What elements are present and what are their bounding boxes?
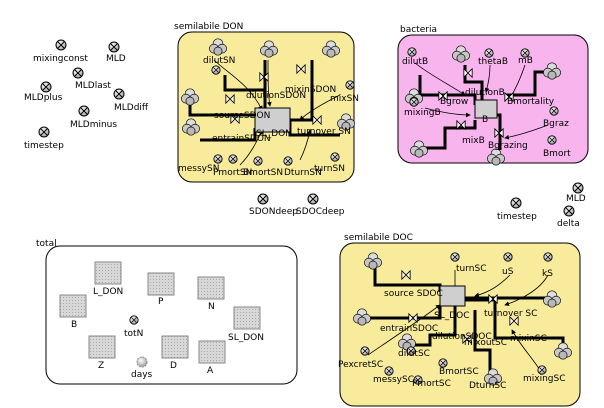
var-timestep-label: timestep [24, 141, 64, 151]
bacteria-label-bgraz: Bgraz [543, 119, 569, 129]
bacteria-stock[interactable]: B [474, 99, 498, 125]
var-timestep-2-label: timestep [497, 212, 537, 222]
doc-stock[interactable]: SL_DOC [434, 285, 470, 321]
doc-label-pmortsc: PmortSC [412, 379, 451, 389]
var-mld-2-label: MLD [566, 194, 586, 204]
doc-label-bmortsc: BmortSC [439, 367, 479, 377]
sector-don-title: semilabile DON [174, 22, 243, 32]
bacteria-stock-label: B [482, 115, 488, 125]
bacteria-label-dilutionb: dilutionB [465, 88, 505, 98]
don-labels: dilutSN dilutionSDON mixinSDON mixSN sou… [178, 56, 359, 178]
var-timestep[interactable]: timestep [24, 126, 64, 151]
bacteria-label-bgrow: Bgrow [440, 97, 468, 107]
don-label-dilutionsdon: dilutionSDON [246, 91, 306, 101]
doc-label-messysc: messySC [373, 375, 414, 385]
bacteria-label-thetab: thetaB [478, 57, 508, 67]
doc-stock-label: SL_DOC [434, 311, 470, 321]
var-sdocdeep[interactable]: SDOCdeep [296, 193, 345, 217]
var-mld-label: MLD [106, 54, 126, 64]
don-label-mixsn: mixSN [330, 94, 359, 104]
don-label-dturnsn: DturnSN [284, 168, 322, 178]
var-delta[interactable]: delta [557, 205, 580, 229]
var-mldplus-label: MLDplus [24, 93, 63, 103]
don-label-entrainsdon: entrainSDON [212, 134, 271, 144]
sector-total-title: total [36, 239, 57, 249]
sector-doc-title: semilabile DOC [344, 233, 413, 243]
doc-label-dilutionsdoc: dilutionSDOC [432, 332, 492, 342]
don-label-messysn: messySN [178, 164, 219, 174]
sector-bacteria-title: bacteria [400, 25, 437, 35]
don-label-pmortsn: PmortSN [213, 168, 252, 178]
var-mldminus-label: MLDminus [70, 120, 117, 130]
doc-label-ks: kS [542, 269, 553, 279]
bacteria-label-bgrazing: Bgrazing [488, 141, 528, 151]
doc-label-mixoutsc: mixoutSC [464, 338, 507, 348]
doc-label-mixinsc: mixinSC [510, 334, 547, 344]
don-label-turnoversn: turnover SN [297, 127, 351, 137]
total-label-n: N [208, 302, 215, 312]
total-label-b: B [71, 320, 77, 330]
doc-labels: turnSC uS kS source SDOC turnover SC ent… [338, 264, 566, 391]
doc-label-sourcesdoc: source SDOC [384, 289, 443, 299]
var-sdondeep-label: SDONdeep [249, 207, 298, 217]
total-label-a: A [207, 366, 214, 376]
bacteria-label-bmort: Bmort [543, 149, 571, 159]
don-label-mixinsdon: mixinSDON [285, 85, 336, 95]
bacteria-label-bmortality: Bmortality [507, 97, 555, 107]
var-mldlast[interactable]: MLDlast [72, 67, 111, 91]
doc-label-entrainsdoc: entrainSDOC [380, 324, 438, 334]
var-mixingconst[interactable]: mixingconst [33, 39, 88, 64]
var-mlddiff-label: MLDdiff [114, 103, 149, 113]
total-labels: L_DON P N B totN SL_DON Z D A days [71, 287, 264, 380]
doc-label-dturnsc: DturnSC [469, 381, 506, 391]
bacteria-labels: dilutB thetaB mB Bgrow dilutionB Bmortal… [402, 56, 571, 159]
var-mld-2[interactable]: MLD [566, 182, 586, 204]
bacteria-label-dilutb: dilutB [402, 57, 428, 67]
var-mldplus[interactable]: MLDplus [24, 81, 63, 103]
don-stock[interactable]: SL_DON [254, 107, 292, 139]
total-var-days[interactable] [136, 356, 148, 368]
don-label-bmortsn: BmortSN [243, 168, 283, 178]
var-delta-label: delta [557, 219, 580, 229]
total-label-sldon: SL_DON [228, 333, 264, 343]
total-label-p: P [158, 297, 164, 307]
doc-label-pexcretsc: PexcretSC [338, 360, 383, 370]
doc-label-dilutsc: dilutSC [398, 349, 430, 359]
doc-label-mixingsc: mixingSC [523, 374, 566, 384]
var-mlddiff[interactable]: MLDdiff [113, 88, 149, 113]
don-stock-label: SL_DON [256, 129, 292, 139]
don-connectors [213, 59, 341, 166]
bacteria-label-mb: mB [518, 56, 533, 66]
don-label-turnsn: turnSN [314, 164, 345, 174]
total-label-ldon: L_DON [93, 287, 123, 297]
doc-label-turnsc: turnSC [456, 264, 486, 274]
don-label-sourcesdon: sourceSDON [214, 111, 270, 121]
var-sdondeep[interactable]: SDONdeep [249, 193, 298, 217]
total-ghosts[interactable] [59, 261, 261, 364]
doc-label-turnoversc: turnover SC [484, 309, 537, 319]
var-mldminus[interactable]: MLDminus [70, 105, 117, 130]
var-mld[interactable]: MLD [106, 41, 126, 64]
total-label-z: Z [98, 361, 104, 371]
bacteria-label-mixb: mixB [462, 136, 485, 146]
doc-label-us: uS [502, 267, 514, 277]
var-timestep-2[interactable]: timestep [497, 197, 537, 222]
total-label-totn: totN [124, 329, 143, 339]
var-mldlast-label: MLDlast [75, 81, 111, 91]
total-label-days: days [131, 370, 153, 380]
var-sdocdeep-label: SDOCdeep [296, 207, 345, 217]
bacteria-label-mixingb: mixingB [404, 108, 441, 118]
var-mixingconst-label: mixingconst [33, 54, 88, 64]
total-label-d: D [170, 361, 177, 371]
total-var-totn[interactable] [129, 315, 139, 325]
don-label-dilutsn: dilutSN [203, 56, 235, 66]
